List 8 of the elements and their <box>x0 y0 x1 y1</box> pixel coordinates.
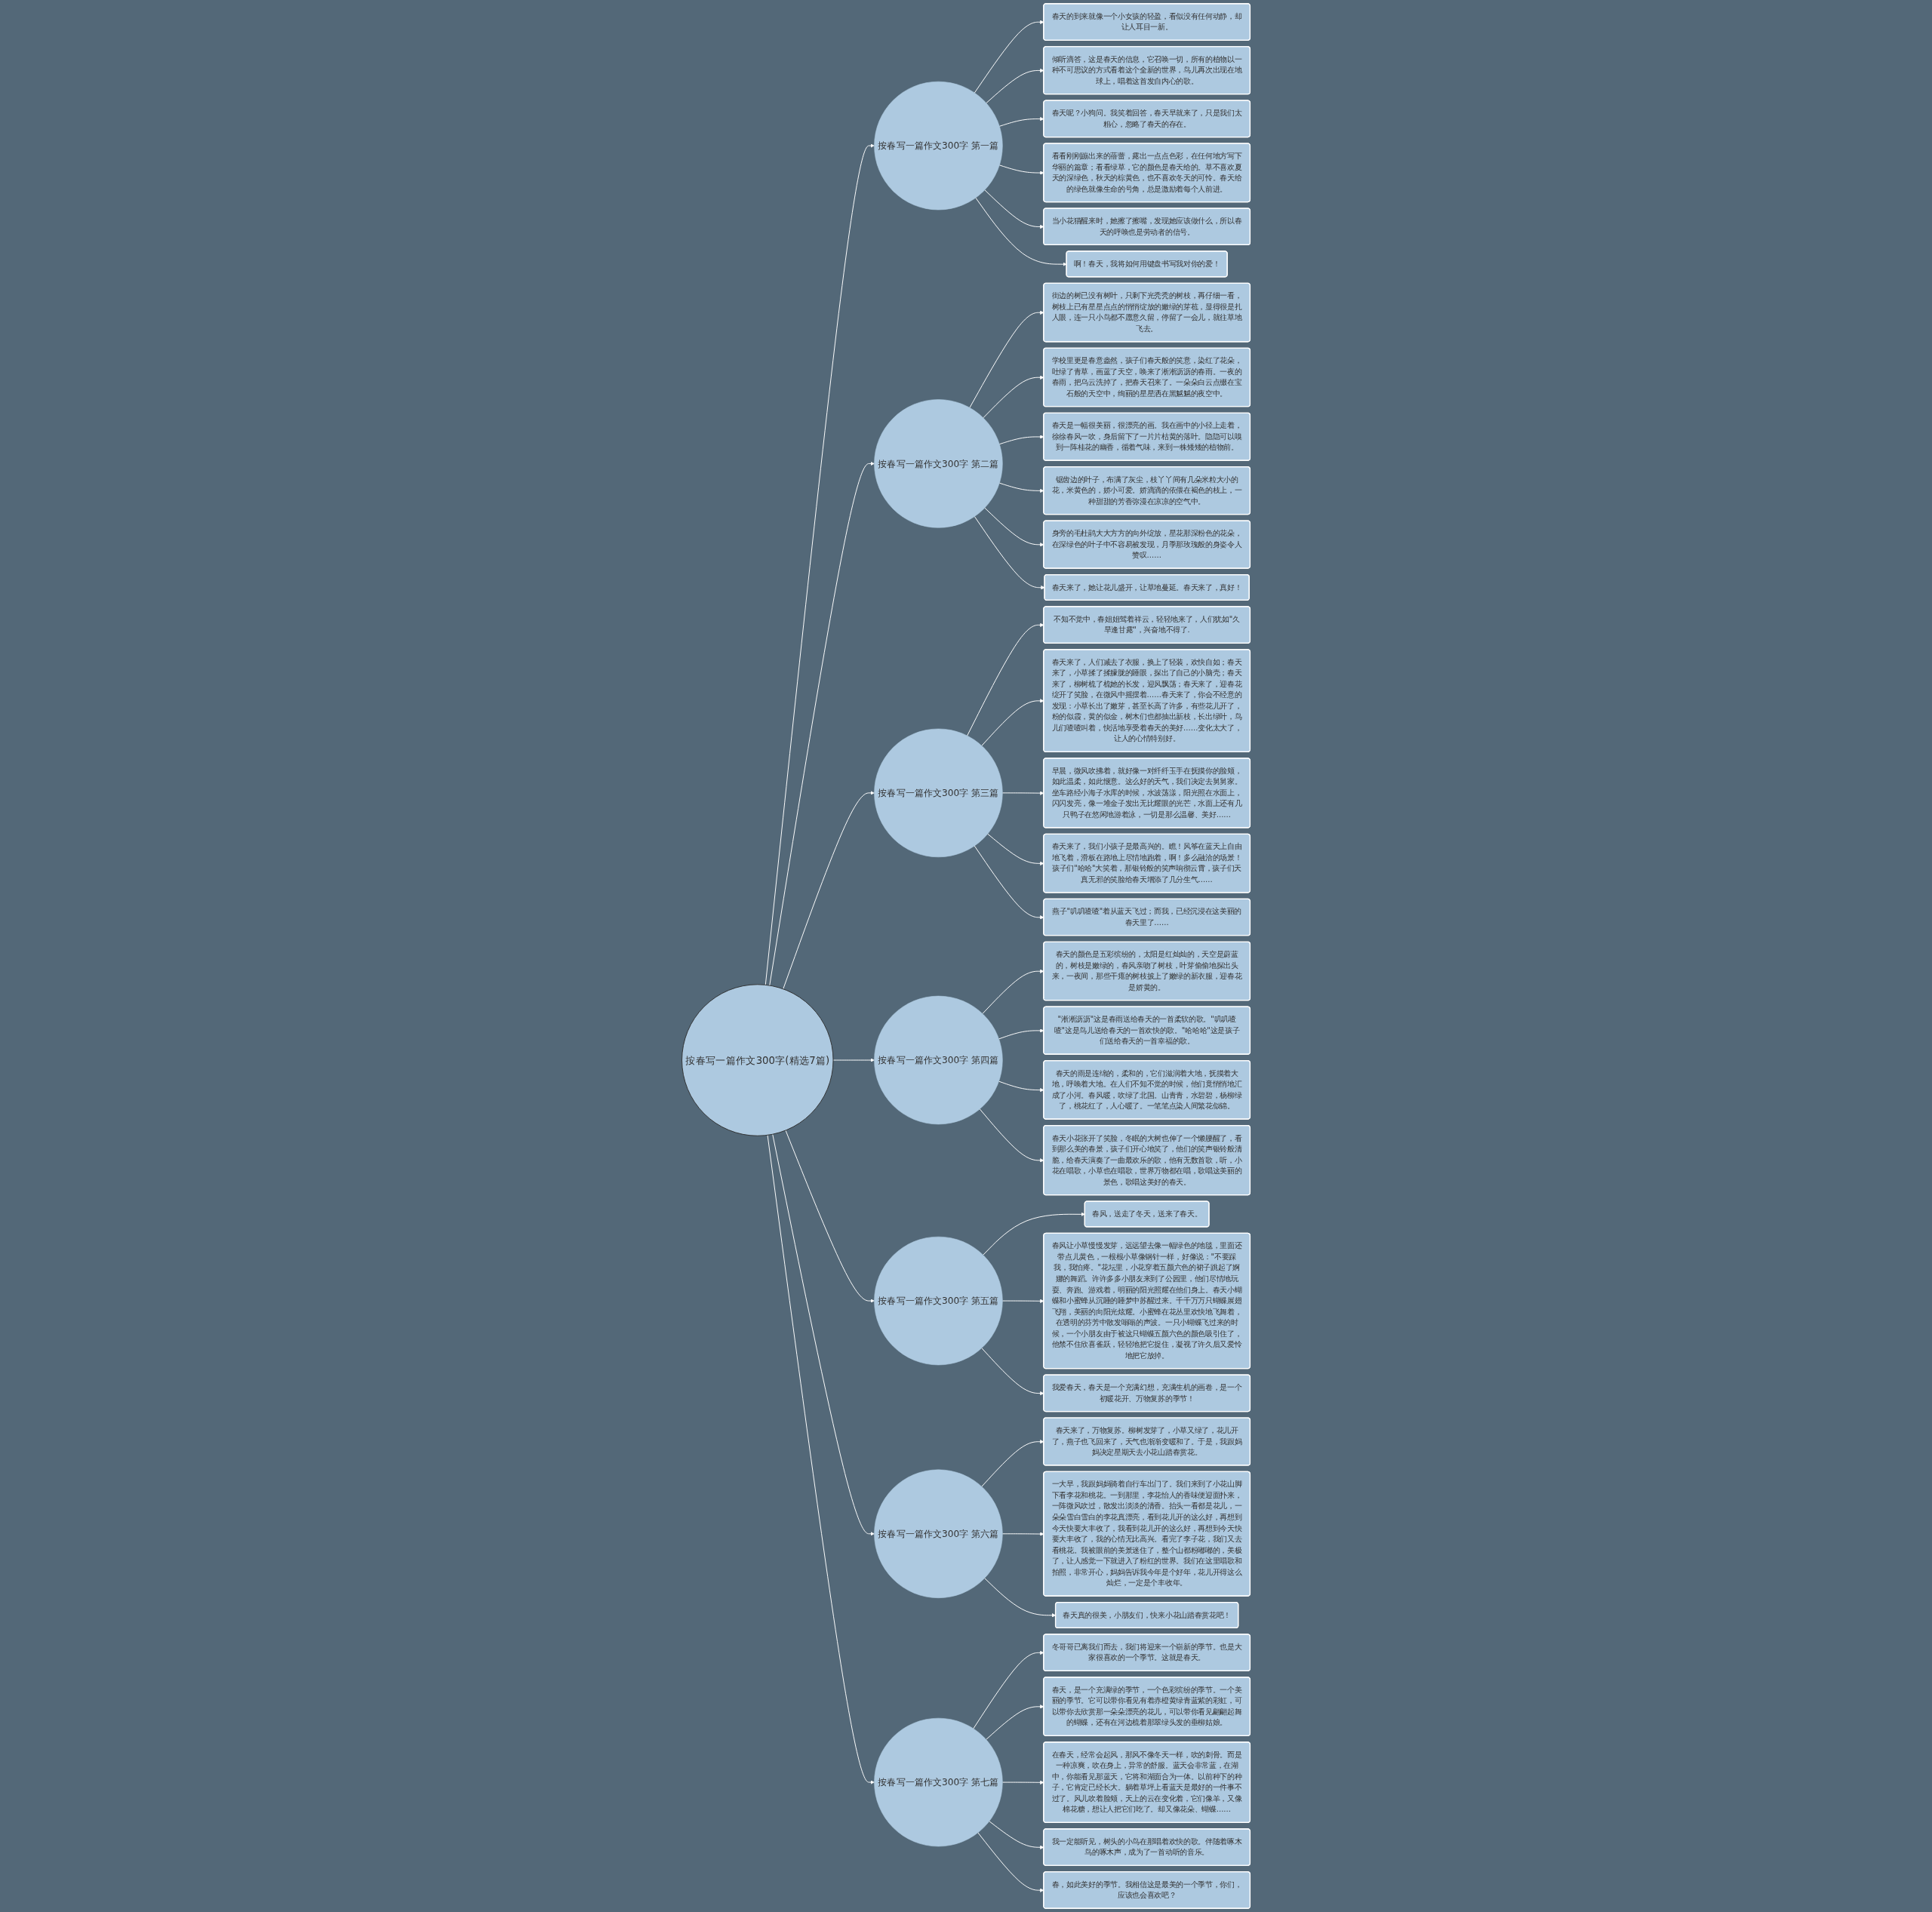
node-circle <box>874 728 1003 858</box>
node-circle <box>874 81 1003 211</box>
node-circle <box>874 399 1003 528</box>
node-circle <box>874 1717 1003 1847</box>
node-circle <box>681 984 834 1136</box>
node-circle <box>874 1469 1003 1598</box>
node-circle <box>874 995 1003 1125</box>
node-circle <box>874 1236 1003 1366</box>
